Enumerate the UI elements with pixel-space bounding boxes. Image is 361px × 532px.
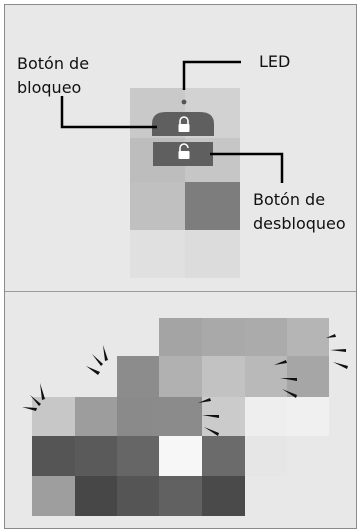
lock-icon [178, 116, 190, 132]
unlock-button-label: Botón de desbloqueo [253, 190, 346, 233]
unlock-icon [178, 143, 190, 159]
led-indicator [181, 99, 187, 105]
sparkle-lines-icon [22, 334, 348, 436]
lock-button-label: Botón de bloqueo [17, 54, 90, 97]
pixelated-illustration [32, 318, 329, 516]
section-divider [5, 291, 356, 292]
lock-button-leader [60, 96, 157, 129]
led-leader [182, 60, 241, 90]
unlock-button-leader [210, 152, 284, 183]
led-label: LED [259, 52, 291, 71]
